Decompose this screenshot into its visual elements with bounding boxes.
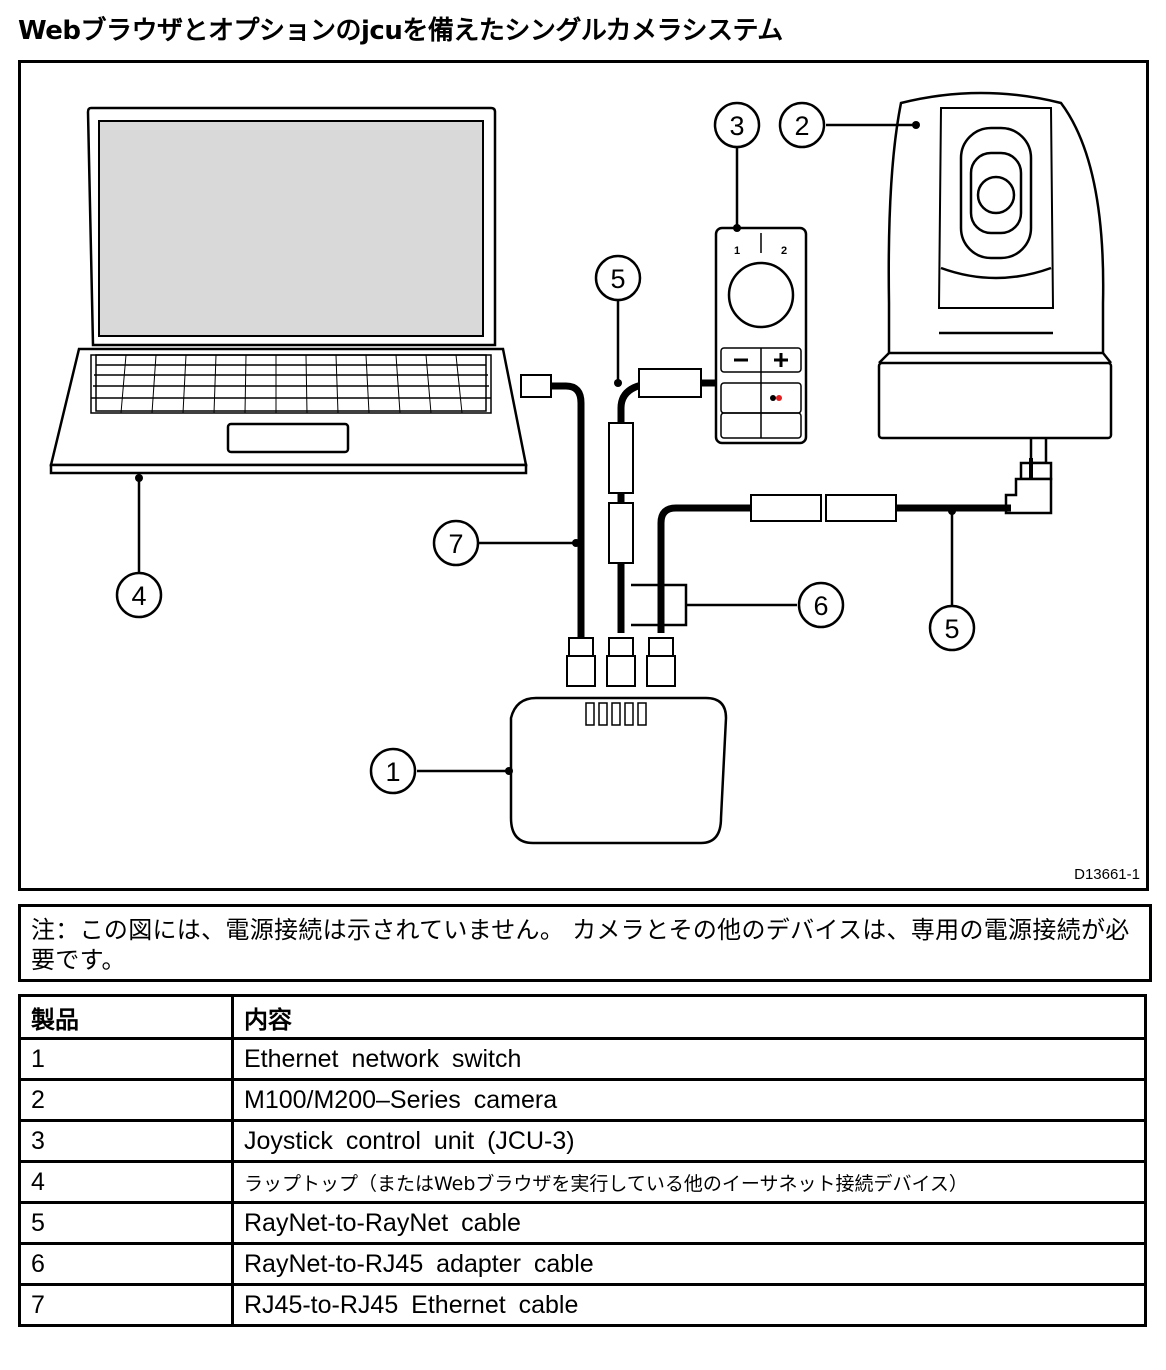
callout-2: 2 bbox=[794, 111, 809, 141]
callout-circle-3 bbox=[713, 101, 761, 149]
header-description: 内容 bbox=[231, 994, 1147, 1040]
page-title: Webブラウザとオプションのjcuを備えたシングルカメラシステム bbox=[18, 16, 783, 46]
network-switch-illustration bbox=[509, 696, 728, 845]
table-row: 1 Ethernet network switch bbox=[18, 1037, 1147, 1081]
rj45-plugs bbox=[566, 637, 676, 687]
jcu-black-led bbox=[770, 395, 776, 401]
callout-7: 7 bbox=[448, 529, 463, 559]
laptop-illustration bbox=[49, 106, 528, 475]
parts-table: 製品 内容 1 Ethernet network switch 2 M100/M… bbox=[18, 994, 1147, 1327]
svg-text:1: 1 bbox=[734, 245, 740, 257]
callout-circle-1 bbox=[369, 747, 417, 795]
callout-leaders bbox=[137, 123, 954, 773]
callout-3: 3 bbox=[729, 111, 744, 141]
callout-circle-5-top bbox=[594, 254, 642, 302]
ethernet-cable bbox=[520, 374, 585, 638]
row-number: 5 bbox=[18, 1201, 234, 1245]
callout-circle-4 bbox=[115, 571, 163, 619]
callout-circle-6 bbox=[797, 581, 845, 629]
row-number: 2 bbox=[18, 1078, 234, 1122]
system-diagram: 1 2 bbox=[18, 60, 1149, 891]
svg-text:2: 2 bbox=[781, 245, 787, 257]
keyboard-keys bbox=[120, 354, 463, 414]
table-row: 5 RayNet-to-RayNet cable bbox=[18, 1201, 1147, 1245]
camera-illustration bbox=[877, 91, 1113, 465]
callout-4: 4 bbox=[131, 581, 146, 611]
table-row: 2 M100/M200–Series camera bbox=[18, 1078, 1147, 1122]
callout-5-bottom: 5 bbox=[944, 614, 959, 644]
table-row: 3 Joystick control unit (JCU-3) bbox=[18, 1119, 1147, 1163]
diagram-drawing: 1 2 bbox=[49, 91, 1113, 845]
callout-circle-5-bottom bbox=[928, 604, 976, 652]
raynet-cable-jcu bbox=[608, 368, 716, 633]
leader-dots bbox=[135, 121, 956, 775]
callout-1: 1 bbox=[385, 757, 400, 787]
table-row: 7 RJ45-to-RJ45 Ethernet cable bbox=[18, 1283, 1147, 1327]
callout-6: 6 bbox=[813, 591, 828, 621]
camera-right-angle-connector bbox=[1004, 461, 1053, 515]
row-description: Joystick control unit (JCU-3) bbox=[231, 1119, 1147, 1163]
header-product: 製品 bbox=[18, 994, 234, 1040]
row-number: 7 bbox=[18, 1283, 234, 1327]
row-description: RayNet-to-RayNet cable bbox=[231, 1201, 1147, 1245]
table-header-row: 製品 内容 bbox=[18, 994, 1147, 1040]
row-number: 1 bbox=[18, 1037, 234, 1081]
note-box: 注：この図には、電源接続は示されていません。 カメラとその他のデバイスは、専用の… bbox=[18, 904, 1152, 982]
table-row: 6 RayNet-to-RJ45 adapter cable bbox=[18, 1242, 1147, 1286]
raynet-cable-camera bbox=[657, 458, 1033, 633]
row-number: 6 bbox=[18, 1242, 234, 1286]
row-number: 3 bbox=[18, 1119, 234, 1163]
jcu-red-led bbox=[776, 395, 782, 401]
row-description: RayNet-to-RJ45 adapter cable bbox=[231, 1242, 1147, 1286]
callout-circle-2 bbox=[778, 101, 826, 149]
callout-5-top: 5 bbox=[610, 264, 625, 294]
figure-id: D13661-1 bbox=[1074, 866, 1140, 883]
row-description: M100/M200–Series camera bbox=[231, 1078, 1147, 1122]
row-description: RJ45-to-RJ45 Ethernet cable bbox=[231, 1283, 1147, 1327]
row-description: ラップトップ（またはWebブラウザを実行している他のイーサネット接続デバイス） bbox=[231, 1160, 1147, 1204]
row-description: Ethernet network switch bbox=[231, 1037, 1147, 1081]
callout-circle-7 bbox=[432, 519, 480, 567]
row-number: 4 bbox=[18, 1160, 234, 1204]
jcu-illustration bbox=[714, 226, 808, 445]
table-row: 4 ラップトップ（またはWebブラウザを実行している他のイーサネット接続デバイス… bbox=[18, 1160, 1147, 1204]
